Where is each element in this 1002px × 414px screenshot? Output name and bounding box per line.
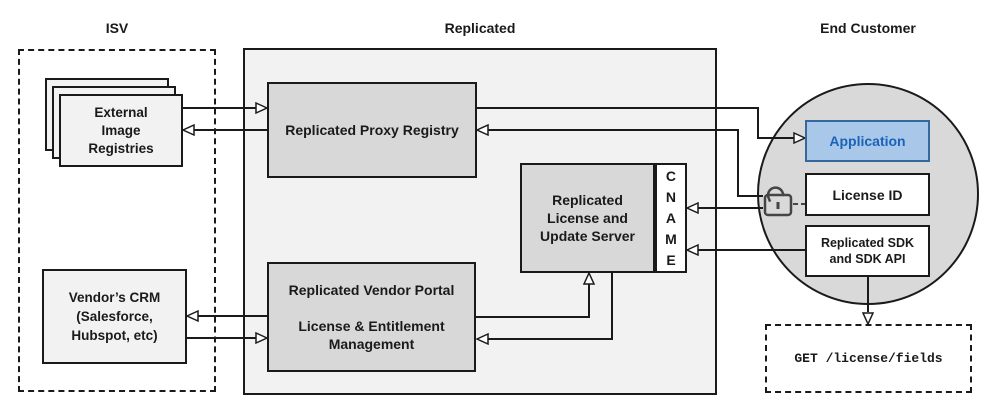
application-node: Application [805, 120, 930, 162]
replicated-proxy-registry-node: Replicated Proxy Registry [267, 82, 477, 178]
section-label-end-customer: End Customer [820, 20, 916, 36]
replicated-vendor-portal-node: Replicated Vendor Portal License & Entit… [267, 262, 476, 372]
external-image-registries-node: External Image Registries [59, 94, 183, 167]
replicated-sdk-node: Replicated SDK and SDK API [805, 225, 930, 277]
license-id-node: License ID [805, 173, 930, 216]
replicated-proxy-registry-label: Replicated Proxy Registry [285, 122, 459, 138]
license-id-label: License ID [832, 186, 903, 203]
replicated-license-update-server-node: Replicated License and Update Server [520, 163, 655, 273]
vendors-crm-node: Vendor’s CRM (Salesforce, Hubspot, etc) [42, 269, 187, 364]
isv-boundary [18, 49, 216, 392]
application-label: Application [829, 133, 906, 149]
external-image-registries-label: External Image Registries [88, 104, 154, 156]
section-label-isv: ISV [105, 20, 129, 36]
get-license-fields-box: GET /license/fields [765, 324, 972, 393]
unlock-icon [763, 186, 805, 217]
replicated-vendor-portal-label: Replicated Vendor Portal License & Entit… [288, 282, 455, 352]
connector-sdk-to-get [861, 277, 875, 326]
section-label-replicated: Replicated [444, 20, 516, 36]
vendors-crm-label: Vendor’s CRM (Salesforce, Hubspot, etc) [68, 290, 161, 343]
cname-node: C N A M E [655, 163, 687, 273]
replicated-license-update-server-label: Replicated License and Update Server [540, 192, 635, 244]
replicated-sdk-label: Replicated SDK and SDK API [820, 236, 915, 266]
get-license-fields-label: GET /license/fields [794, 351, 943, 366]
cname-label: C N A M E [665, 167, 677, 268]
